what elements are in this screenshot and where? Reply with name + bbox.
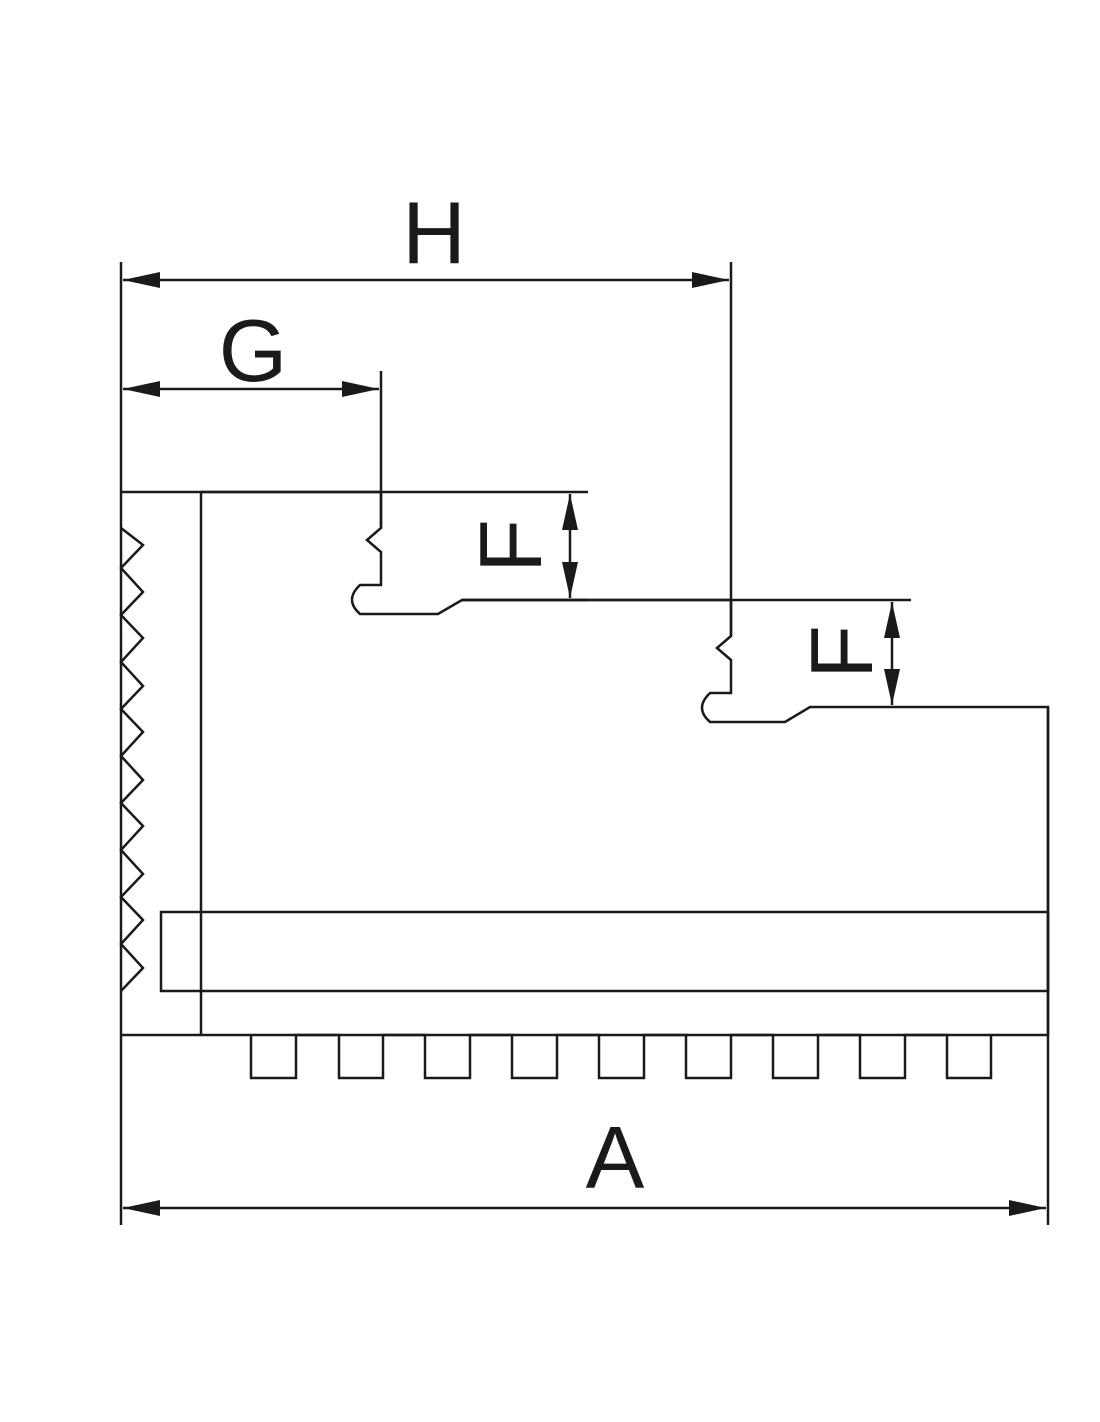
f-upper-bottom-arrowhead [562,562,578,598]
g-left-arrowhead [123,381,160,397]
f-lower-bottom-arrowhead [884,669,900,705]
guide-slot [159,910,1050,993]
dimension-f-upper: F [201,490,588,602]
f-lower-label: F [792,625,891,679]
a-right-arrowhead [1009,1200,1046,1216]
serrated-grip-face [119,527,145,992]
g-label: G [219,301,287,400]
dimension-a: A [123,1108,1046,1216]
f-lower-top-arrowhead [884,602,900,638]
jaw-body-outline [121,490,1050,1037]
f-upper-label: F [461,519,560,573]
h-right-arrowhead [692,272,729,288]
h-label: H [402,183,466,282]
h-left-arrowhead [123,272,160,288]
f-upper-top-arrowhead [562,494,578,530]
g-right-arrowhead [342,381,379,397]
a-label: A [586,1108,645,1207]
a-left-arrowhead [123,1200,160,1216]
dimension-g: G [123,301,379,400]
dimension-h: H [123,183,729,288]
dimension-f-lower: F [462,598,911,705]
rack-teeth [249,1033,993,1080]
